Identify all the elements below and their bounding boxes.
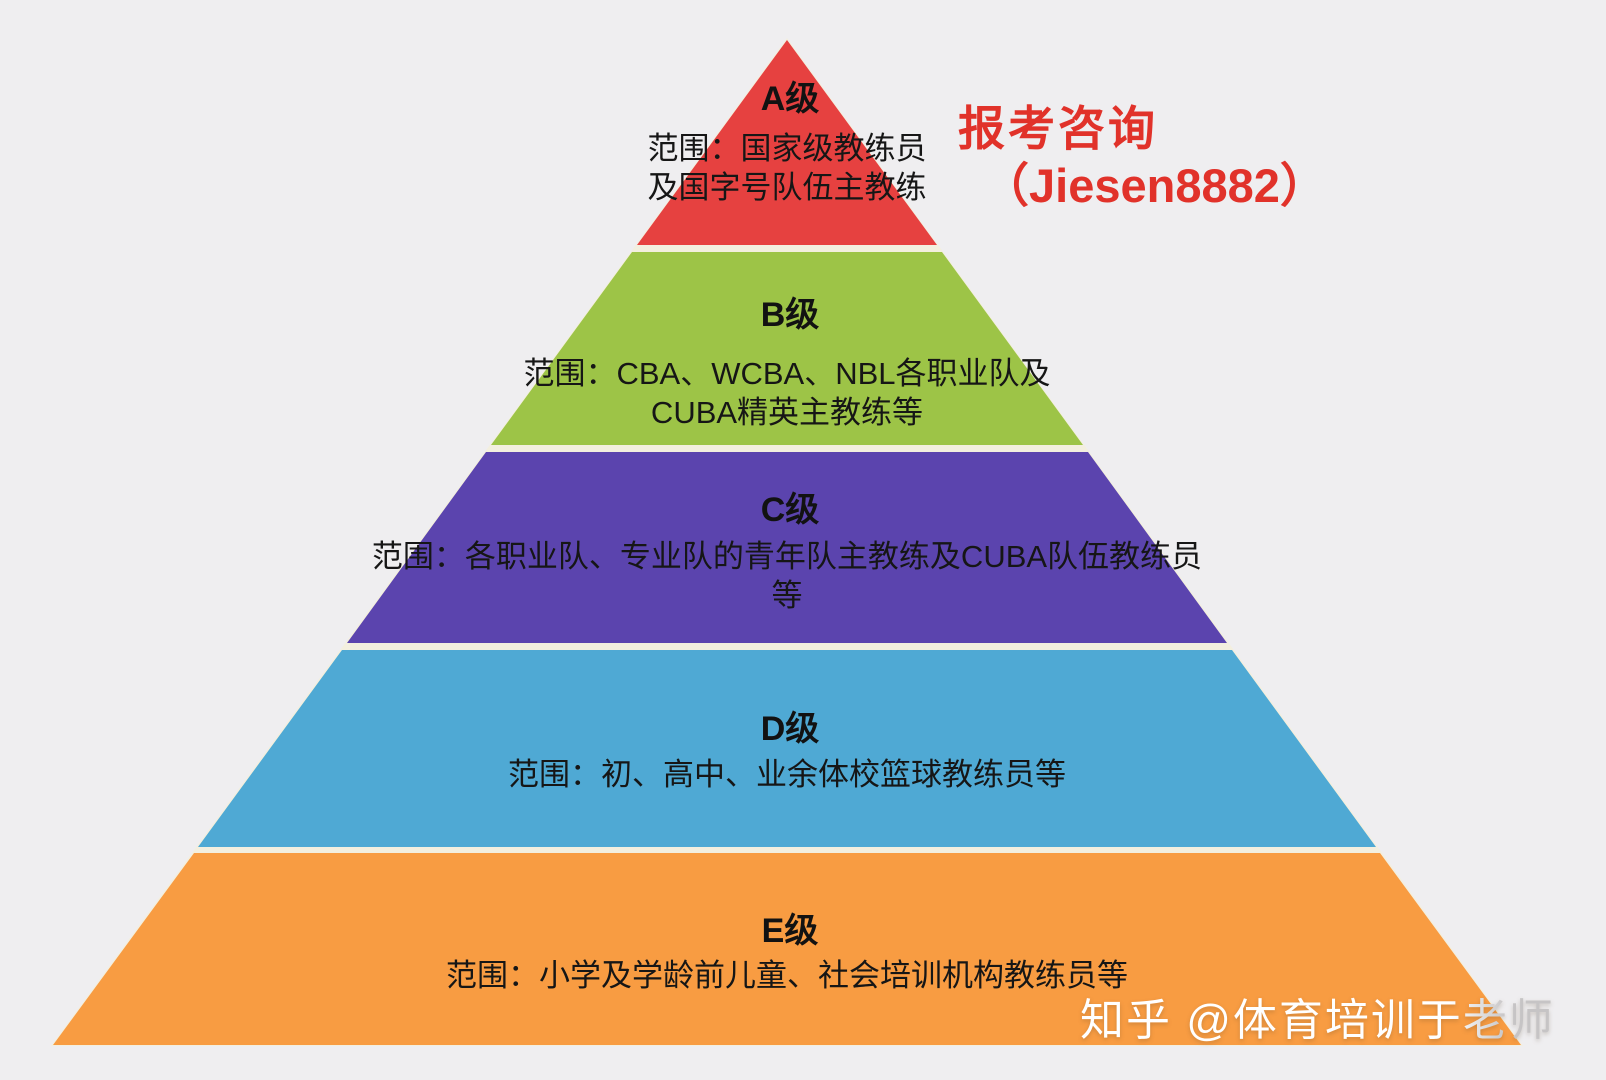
level-c-scope: 范围：各职业队、专业队的青年队主教练及CUBA队伍教练员 等 [372, 537, 1202, 615]
level-a-scope: 范围：国家级教练员 及国字号队伍主教练 [648, 129, 927, 207]
signup-consult-title-line1: 报考咨询 [958, 102, 1158, 155]
level-b-scope: 范围：CBA、WCBA、NBL各职业队及 CUBA精英主教练等 [523, 354, 1050, 432]
level-a-scope-line1: 范围：国家级教练员 [647, 131, 927, 166]
zhihu-watermark: 知乎 @体育培训于老师 [1080, 984, 1555, 1048]
level-e-label: E级 [761, 912, 819, 950]
level-b-scope-line1: 范围：CBA、WCBA、NBL各职业队及 [523, 356, 1051, 391]
level-c-scope-line2: 等 [771, 578, 803, 613]
level-d-scope-line1: 范围：初、高中、业余体校篮球教练员等 [508, 757, 1066, 792]
level-d-scope: 范围：初、高中、业余体校篮球教练员等 [508, 755, 1066, 794]
level-e-scope-line1: 范围：小学及学龄前儿童、社会培训机构教练员等 [446, 958, 1128, 993]
level-d-label: D级 [760, 710, 820, 748]
level-a-scope-line2: 及国字号队伍主教练 [647, 170, 927, 205]
level-c-scope-line1: 范围：各职业队、专业队的青年队主教练及CUBA队伍教练员 [371, 539, 1203, 574]
level-e-scope: 范围：小学及学龄前儿童、社会培训机构教练员等 [446, 956, 1128, 995]
level-a-label: A级 [760, 80, 820, 118]
level-c-label: C级 [760, 491, 820, 529]
signup-consult-title: 报考咨询 （Jiesen8882） [958, 100, 1327, 214]
level-b-label: B级 [760, 296, 820, 334]
signup-consult-title-line2: （Jiesen8882） [982, 159, 1327, 212]
level-b-scope-line2: CUBA精英主教练等 [650, 395, 924, 430]
